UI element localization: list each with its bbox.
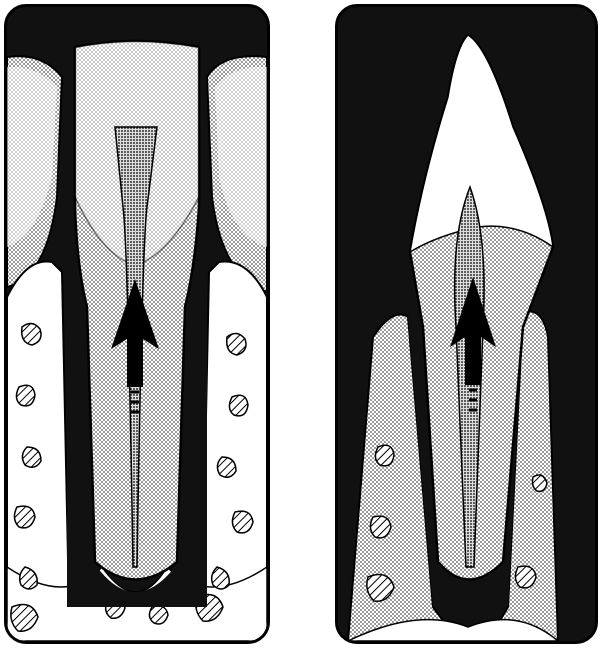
canine-panel <box>335 4 598 644</box>
incisor-illustration <box>7 7 267 641</box>
canine-illustration <box>338 7 595 641</box>
incisor-panel <box>4 4 270 644</box>
